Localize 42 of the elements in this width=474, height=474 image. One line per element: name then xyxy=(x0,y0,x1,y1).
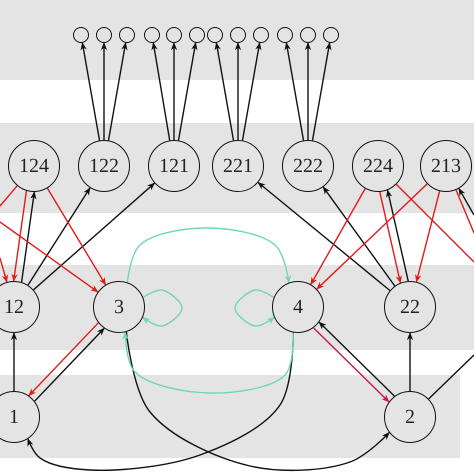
arrow xyxy=(126,227,292,284)
arrow xyxy=(122,331,294,394)
arrow xyxy=(310,188,366,286)
arrow xyxy=(108,42,128,141)
arrow xyxy=(126,332,390,472)
arrow xyxy=(318,322,395,397)
arrow xyxy=(316,183,428,290)
arrow xyxy=(214,42,234,141)
connector-line xyxy=(428,354,474,400)
arrow xyxy=(33,182,156,290)
loop-arrow xyxy=(234,289,275,327)
arrow xyxy=(415,191,440,283)
arrow xyxy=(100,42,108,140)
connector-line xyxy=(396,184,474,262)
arrow xyxy=(28,322,99,396)
arrow xyxy=(313,327,390,402)
arrow xyxy=(20,191,36,282)
arrow xyxy=(242,42,262,141)
arrow xyxy=(322,186,396,286)
arrow xyxy=(304,42,312,140)
arrow xyxy=(0,221,98,292)
connector-line xyxy=(0,185,18,206)
arrow xyxy=(458,188,474,216)
arrow xyxy=(284,42,304,141)
arrow xyxy=(151,42,170,140)
arrow xyxy=(379,192,402,284)
arrow xyxy=(234,42,242,140)
arrow xyxy=(34,328,105,402)
arrow xyxy=(170,42,178,140)
arrow xyxy=(312,42,332,141)
arrow xyxy=(27,187,91,286)
connector-line xyxy=(455,190,474,234)
arrow xyxy=(406,332,414,391)
loop-arrow xyxy=(142,289,183,327)
arrow xyxy=(178,42,198,141)
arrow xyxy=(0,258,8,283)
arrow xyxy=(258,182,390,292)
arrow xyxy=(12,190,28,282)
arrow xyxy=(80,42,100,141)
arrow xyxy=(10,332,18,391)
arrow xyxy=(46,188,106,286)
arrow xyxy=(386,189,409,282)
